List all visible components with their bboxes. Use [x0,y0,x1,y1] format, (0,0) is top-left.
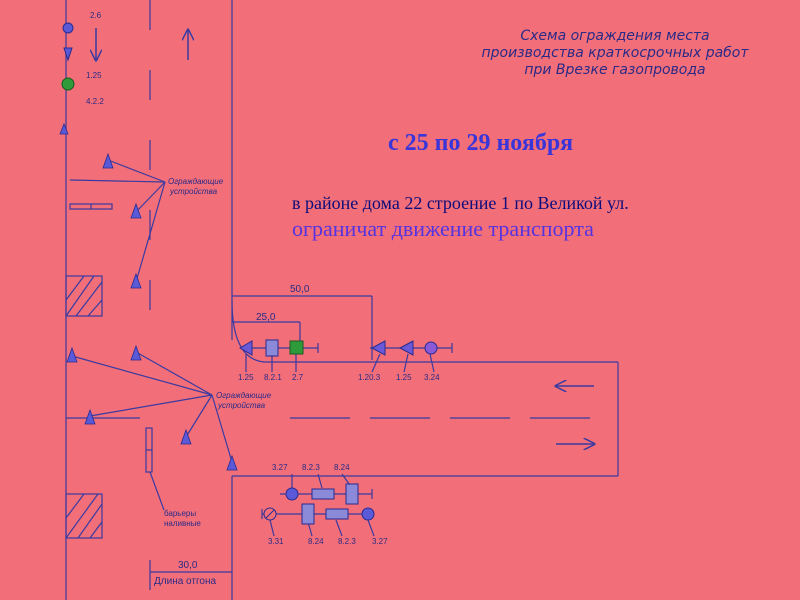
dimension-30-label: 30,0 [178,560,198,571]
work-dates: с 25 по 29 ноября [388,130,574,156]
cone-icon [226,454,238,471]
sign-1-25-warning-icon [398,340,414,356]
sign-1-25-icon [63,47,73,62]
sign-code-1-25: 1.25 [86,71,102,80]
barriers-label-2: наливные [164,519,201,528]
scheme-title: Схема ограждения места производства крат… [440,28,790,79]
sign-code-3-24: 3.24 [424,373,440,382]
sign-code-8-24-top: 8.24 [334,463,350,472]
sign-8-24-icon [301,503,315,525]
sign-8-24-icon [345,483,359,505]
sign-code-8-2-1: 8.2.1 [264,373,282,382]
sign-1-20-3-icon [370,340,386,356]
cone-icon [130,344,142,361]
dimension-50-label: 50,0 [290,284,310,295]
cone-icon [59,122,69,135]
cone-icon [66,346,78,363]
work-location: в районе дома 22 строение 1 по Великой у… [292,193,629,213]
sign-8-2-3-icon [325,508,349,520]
title-line-2: производства краткосрочных работ [481,45,749,61]
sign-code-1-25-a: 1.25 [238,373,254,382]
cone-icon [102,152,114,169]
dimension-25-label: 25,0 [256,312,276,323]
fencing-label-mid: Ограждающие [216,391,272,400]
sign-8-2-1-icon [265,339,279,357]
cone-icon [130,202,142,219]
sign-4-2-2-icon [61,77,75,91]
sign-2-7-icon [289,340,304,355]
sign-code-4-2-2: 4.2.2 [86,97,104,106]
sign-3-27-icon [361,507,375,521]
sign-code-3-27-top: 3.27 [272,463,288,472]
fencing-label-top: Ограждающие [168,177,224,186]
sign-code-1-20-3: 1.20.3 [358,373,381,382]
sign-code-3-27-bot: 3.27 [372,537,388,546]
sign-code-8-2-3-top: 8.2.3 [302,463,320,472]
cone-icon [180,428,192,445]
fencing-label-top-2: устройства [169,187,218,196]
sign-3-27-icon [285,487,299,501]
fencing-label-mid-2: устройства [217,401,266,410]
road-corner-curve [231,299,266,363]
cone-icon [84,408,96,425]
sign-code-2-6: 2.6 [90,11,102,20]
sign-code-8-24-bot: 8.24 [308,537,324,546]
cone-icon [130,272,142,289]
title-line-1: Схема ограждения места [520,28,710,44]
barriers-label: барьеры [164,509,196,518]
sign-code-1-25-b: 1.25 [396,373,412,382]
sign-code-2-7: 2.7 [292,373,304,382]
sign-3-24-icon [424,341,438,355]
pit-upper [65,275,103,317]
sign-8-2-3-icon [311,488,335,500]
sign-code-3-31: 3.31 [268,537,284,546]
sign-code-8-2-3-bot: 8.2.3 [338,537,356,546]
sign-2-6-icon [62,22,74,34]
traffic-restriction: ограничат движение транспорта [292,216,594,241]
sign-1-25-warning-icon [239,340,253,356]
length-caption: Длина отгона [154,576,216,587]
title-line-3: при Врезке газопровода [524,62,706,78]
